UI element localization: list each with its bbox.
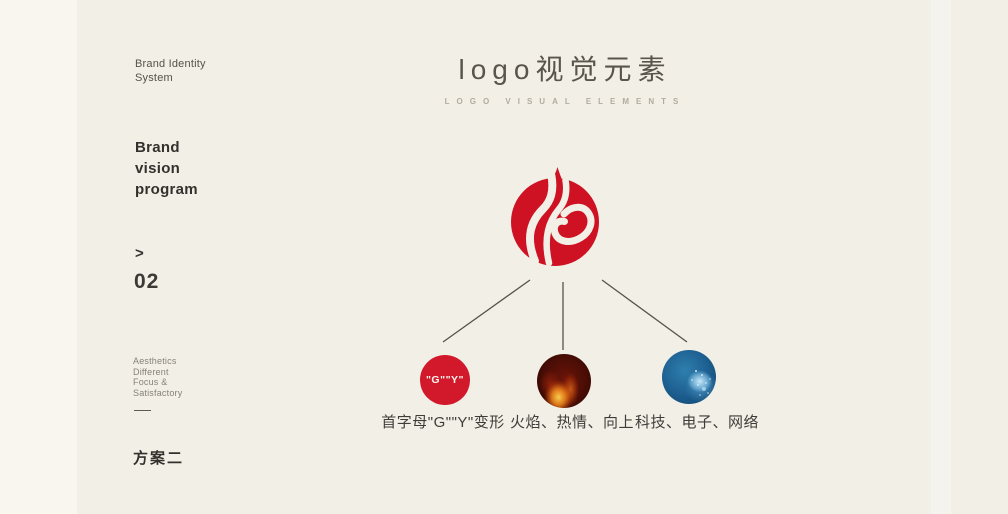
- tech-sparkles: [695, 370, 697, 372]
- node-tech-label: 科技、电子、网络: [634, 414, 760, 431]
- keywords-text: Aesthetics Different Focus & Satisfactor…: [133, 356, 182, 398]
- page-subtitle: LOGO VISUAL ELEMENTS: [444, 97, 686, 106]
- left-panel: [0, 0, 77, 514]
- node-flame-circle: [537, 354, 591, 408]
- brand-vision-line3: program: [135, 181, 198, 198]
- flame-gy-logo-icon: [511, 167, 599, 267]
- keywords-line1: Aesthetics: [133, 356, 177, 366]
- node-gy-label: 首字母"G""Y"变形: [381, 414, 505, 431]
- scheme-label: 方案二: [133, 450, 185, 467]
- chevron-marker: >: [135, 245, 144, 262]
- brand-vision-text: Brand vision program: [135, 137, 198, 200]
- gy-circle-text: "G""Y": [425, 374, 465, 386]
- brand-vision-line1: Brand: [135, 139, 180, 156]
- node-tech-circle: [662, 350, 716, 404]
- page-title: logo视觉元素: [458, 54, 672, 85]
- brand-identity-line2: System: [135, 72, 173, 84]
- divider-line: [134, 410, 151, 411]
- section-number: 02: [134, 270, 160, 293]
- keywords-line4: Satisfactory: [133, 387, 183, 398]
- brand-identity-line1: Brand Identity: [135, 58, 206, 70]
- node-gy-circle: "G""Y": [420, 355, 470, 405]
- keywords-line2: Different: [133, 366, 169, 377]
- right-panel: [931, 0, 951, 514]
- header: logo视觉元素 LOGO VISUAL ELEMENTS: [445, 48, 686, 106]
- brand-vision-line2: vision: [135, 160, 181, 177]
- keywords-line3: Focus &: [133, 377, 168, 387]
- node-flame-label: 火焰、热情、向上: [509, 414, 635, 431]
- connector-lines: [442, 279, 688, 350]
- brand-identity-text: Brand Identity System: [135, 57, 206, 85]
